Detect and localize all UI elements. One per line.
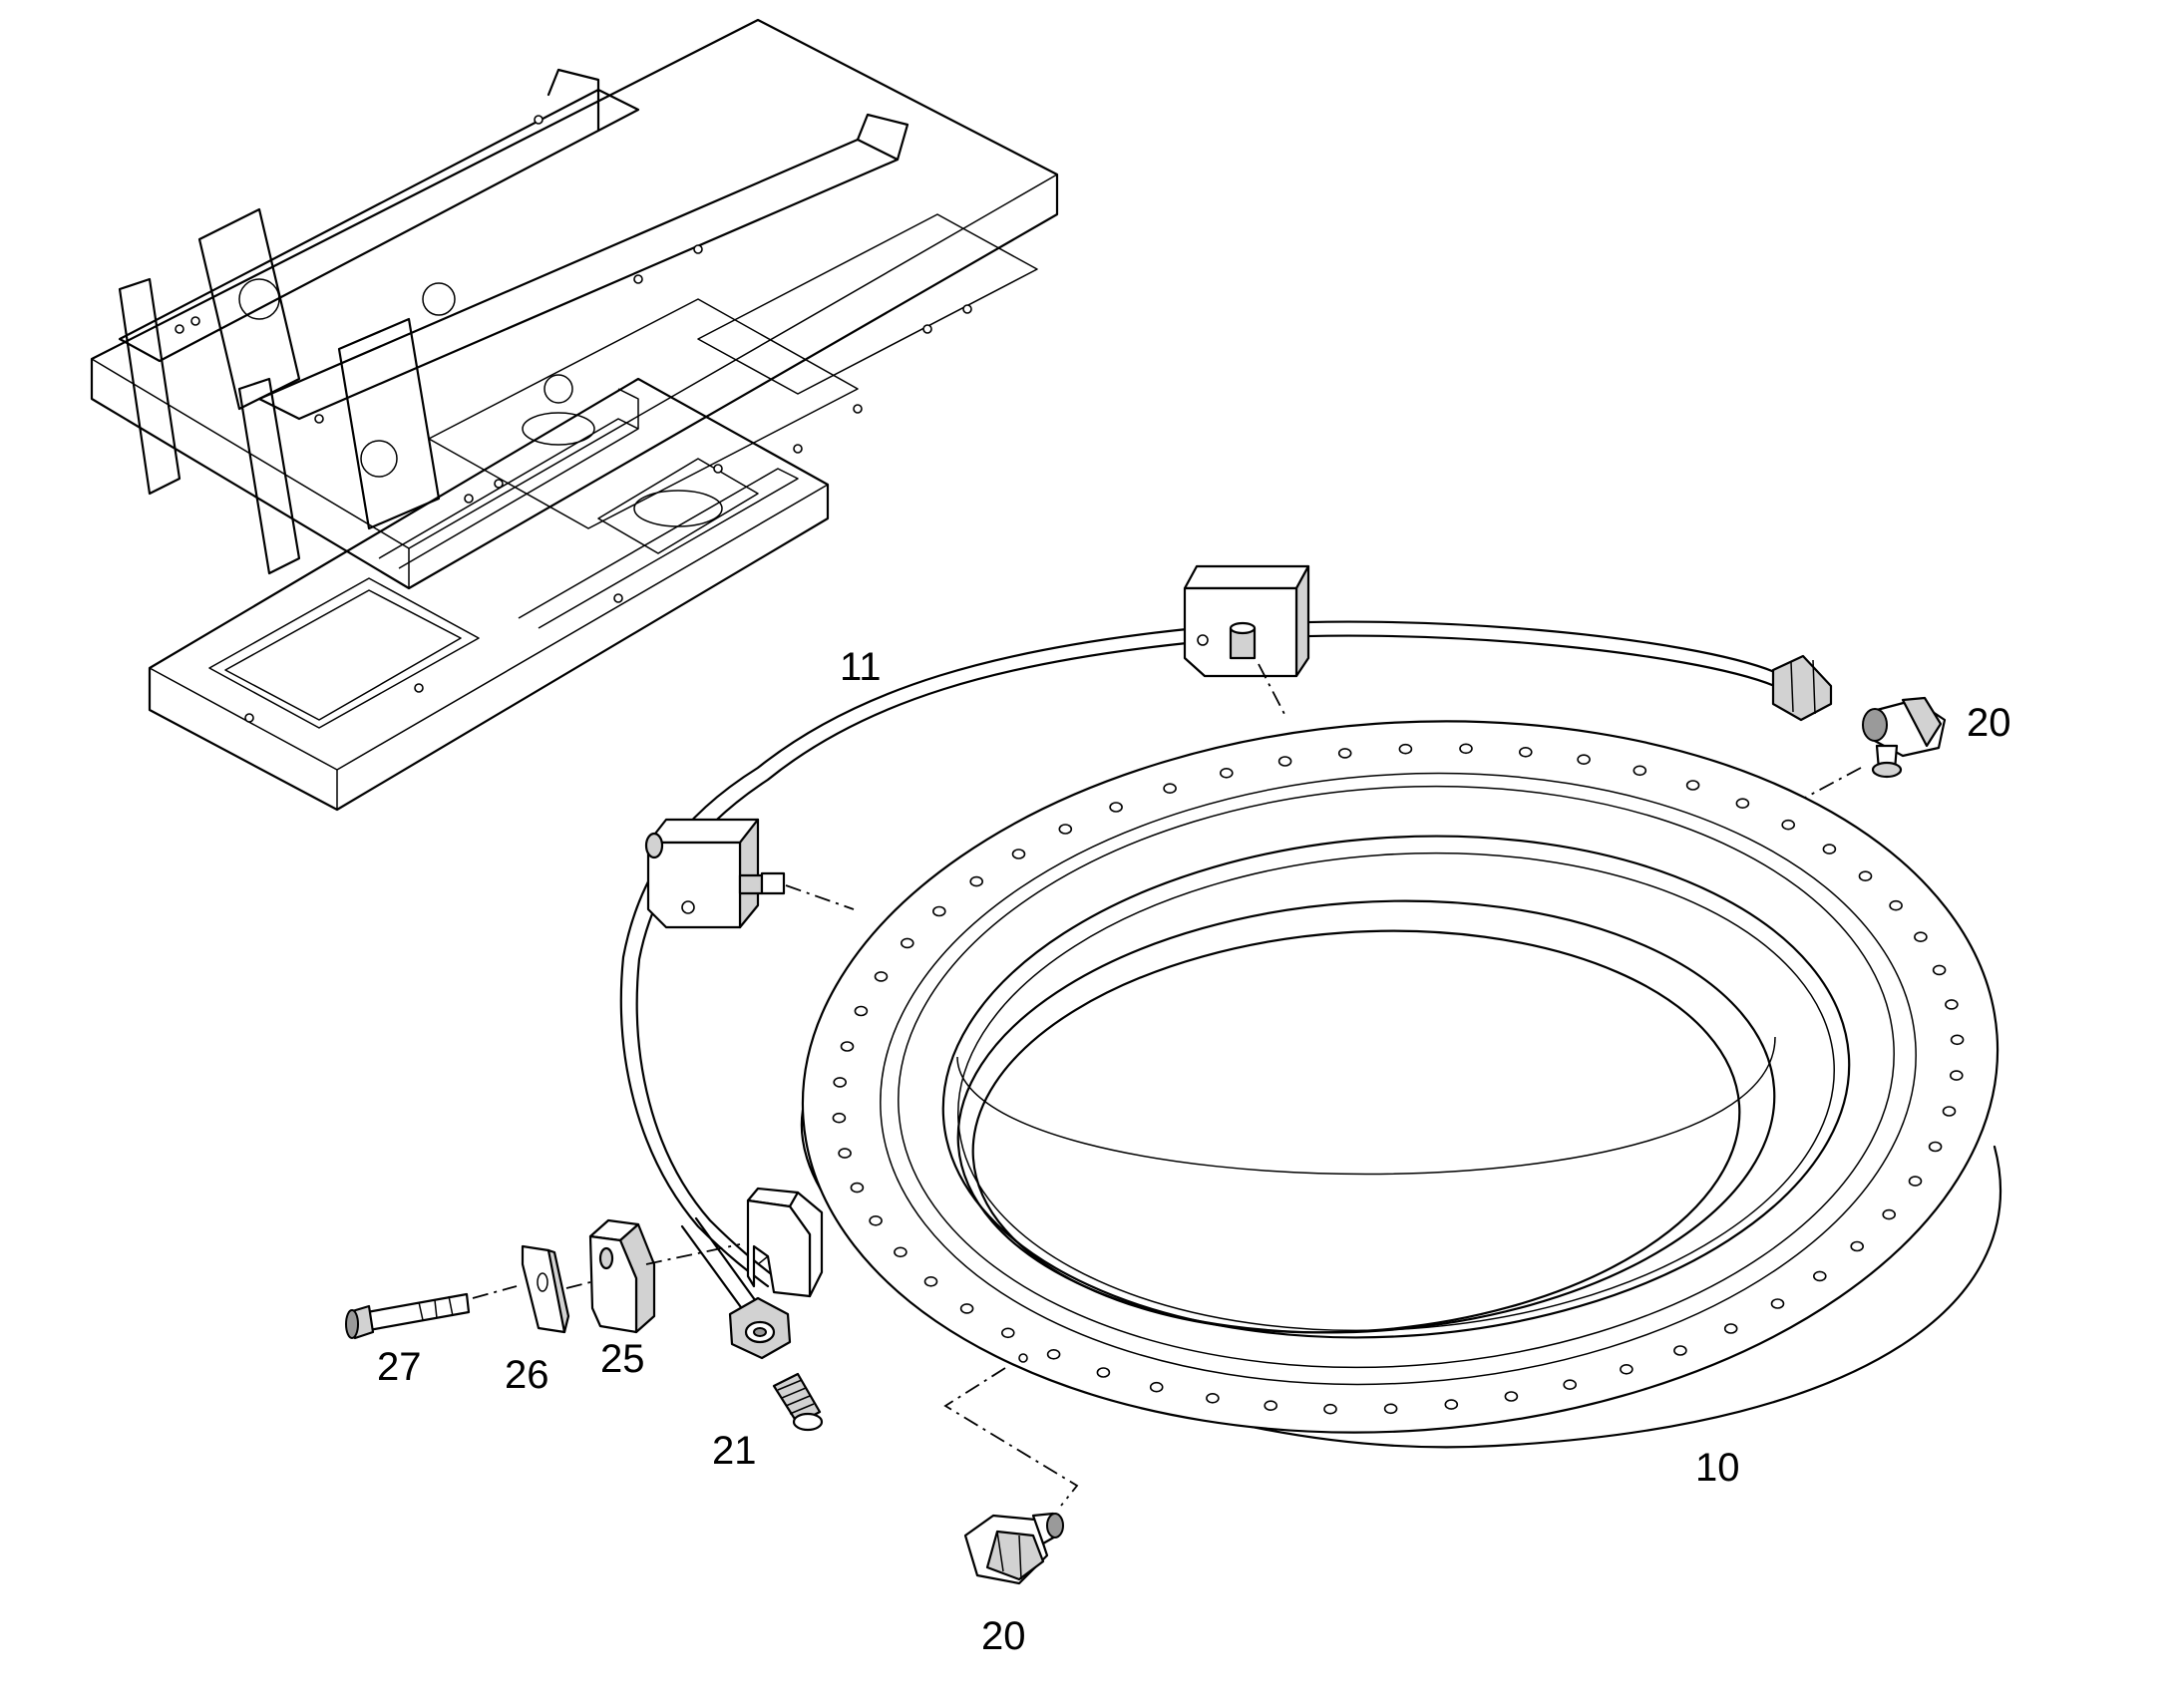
ring-bolt-hole — [894, 1246, 908, 1258]
ring-bolt-hole — [854, 1005, 869, 1017]
plate-26 — [521, 1244, 570, 1334]
ring-bolt-hole — [1011, 849, 1026, 859]
ring-bolt-hole — [869, 1215, 883, 1226]
ring-bolt-hole — [1444, 1399, 1459, 1410]
connector-21 — [772, 1372, 824, 1432]
ring-bolt-hole — [1577, 754, 1591, 766]
assembly-lines — [472, 663, 1862, 1507]
ring-bolt-hole — [1220, 767, 1234, 779]
label-10: 10 — [1695, 1446, 1740, 1490]
label-21: 21 — [712, 1429, 757, 1473]
ring-bolt-hole — [1109, 802, 1123, 813]
grease-fitting-bottom — [963, 1512, 1064, 1585]
ring-bolt-hole — [900, 937, 914, 949]
ring-bolt-hole — [1383, 1403, 1398, 1415]
ring-bolt-hole — [1950, 1034, 1965, 1046]
label-11: 11 — [840, 645, 882, 689]
ring-bolt-hole — [1781, 819, 1795, 831]
ring-bolt-hole — [1882, 1208, 1896, 1220]
label-20-bottom: 20 — [981, 1614, 1026, 1658]
ring-bolt-holes — [832, 743, 1965, 1415]
ring-bolt-hole — [1337, 748, 1352, 759]
ring-bolt-hole — [1633, 765, 1647, 777]
ring-bolt-hole — [1096, 1367, 1111, 1378]
ring-bolt-hole — [833, 1077, 848, 1088]
part-labels: 10 11 20 20 21 25 26 27 — [377, 645, 2011, 1658]
ring-bolt-hole — [1942, 1106, 1957, 1117]
ring-bolt-hole — [1850, 1240, 1864, 1252]
line-end-nut — [1771, 654, 1833, 722]
ring-bolt-hole — [1685, 780, 1700, 791]
ring-bolt-hole — [1398, 743, 1413, 755]
grease-fitting-top-right — [1862, 696, 1947, 779]
label-26: 26 — [505, 1353, 549, 1397]
ring-bolt-hole — [1149, 1381, 1164, 1393]
undercarriage-frame — [90, 18, 1059, 812]
label-27: 27 — [377, 1345, 422, 1389]
ring-bolt-hole — [1323, 1403, 1337, 1415]
label-25: 25 — [600, 1337, 645, 1381]
ring-bolt-hole — [1735, 798, 1750, 810]
ring-bolt-hole — [838, 1148, 852, 1159]
ring-bolt-hole — [931, 905, 946, 917]
distribution-block-left — [644, 818, 786, 929]
tube-nut — [728, 1296, 792, 1360]
ring-bolt-hole — [1058, 824, 1073, 835]
ring-bolt-hole — [1264, 1400, 1277, 1411]
distribution-block-top — [1183, 564, 1310, 678]
ring-bolt-hole — [874, 971, 889, 982]
ring-bolt-hole — [1945, 999, 1959, 1010]
ring-bolt-hole — [1932, 964, 1947, 976]
ring-bolt-hole — [1813, 1270, 1827, 1282]
grease-line — [619, 620, 1779, 1316]
ring-bolt-hole — [1504, 1391, 1519, 1402]
ring-bolt-hole — [1046, 1349, 1061, 1360]
ring-bolt-hole — [1928, 1141, 1943, 1153]
ring-bolt-hole — [1563, 1379, 1577, 1390]
ring-bolt-hole — [1770, 1298, 1785, 1309]
ring-bolt-hole — [1459, 743, 1473, 755]
label-20-top: 20 — [1967, 701, 2011, 745]
ring-bolt-hole — [1858, 870, 1873, 882]
ring-bolt-hole — [1908, 1176, 1923, 1187]
ring-bolt-hole — [850, 1182, 865, 1194]
block-25 — [588, 1218, 656, 1334]
frame-holes — [175, 115, 972, 723]
ring-bolt-hole — [1889, 899, 1903, 911]
slewing-ring — [800, 720, 2002, 1449]
ring-bolt-hole — [923, 1276, 938, 1287]
ring-bolt-hole — [1914, 931, 1928, 943]
ring-bolt-hole — [1620, 1364, 1634, 1375]
ring-bolt-hole — [1163, 783, 1177, 795]
ring-bolt-hole — [840, 1041, 855, 1052]
ring-bolt-hole — [1950, 1070, 1964, 1081]
ring-bolt-hole — [1822, 844, 1837, 854]
ring-bolt-hole — [1206, 1393, 1220, 1404]
ring-bolt-hole — [1277, 756, 1292, 767]
ring-bolt-hole — [832, 1112, 847, 1124]
bolt-27 — [345, 1292, 471, 1340]
ring-bolt-hole — [1723, 1323, 1738, 1334]
ring-bolt-hole — [959, 1303, 974, 1314]
ring-bolt-hole — [1519, 746, 1533, 758]
clamp-body — [746, 1187, 824, 1298]
ring-bolt-hole — [969, 875, 984, 887]
ring-bolt-hole — [1673, 1345, 1687, 1356]
ring-bolt-hole — [1000, 1327, 1015, 1339]
